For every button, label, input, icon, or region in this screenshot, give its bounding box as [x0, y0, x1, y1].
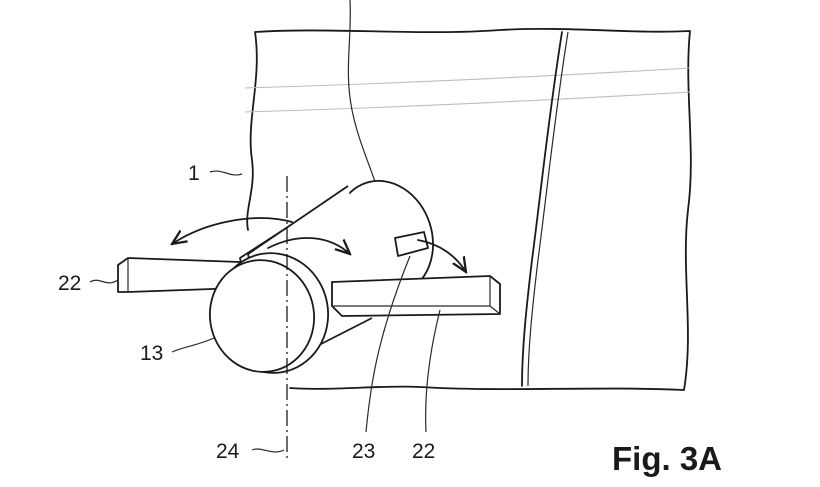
pin-right [331, 275, 501, 317]
label-knob: 13 [140, 342, 163, 365]
label-pin-left: 22 [58, 272, 81, 295]
leader-24 [251, 448, 285, 453]
label-housing: 1 [188, 162, 200, 185]
rotation-arrow-left [172, 217, 350, 254]
figure-title: Fig. 3A [612, 440, 722, 477]
slot [394, 231, 429, 257]
housing-outline [246, 27, 692, 391]
housing-seam [521, 31, 563, 387]
label-pin-right: 22 [412, 440, 435, 463]
leader-22-right [425, 309, 441, 433]
rotation-arrow-right [417, 239, 466, 272]
leader-13 [171, 337, 215, 353]
label-slot: 23 [352, 440, 375, 463]
leader-23 [365, 255, 411, 433]
leader-1 [209, 170, 243, 176]
housing-seam-inner [527, 31, 569, 387]
leader-22-left [89, 279, 119, 284]
housing-guide-lines [244, 67, 691, 113]
label-axis: 24 [216, 440, 240, 463]
